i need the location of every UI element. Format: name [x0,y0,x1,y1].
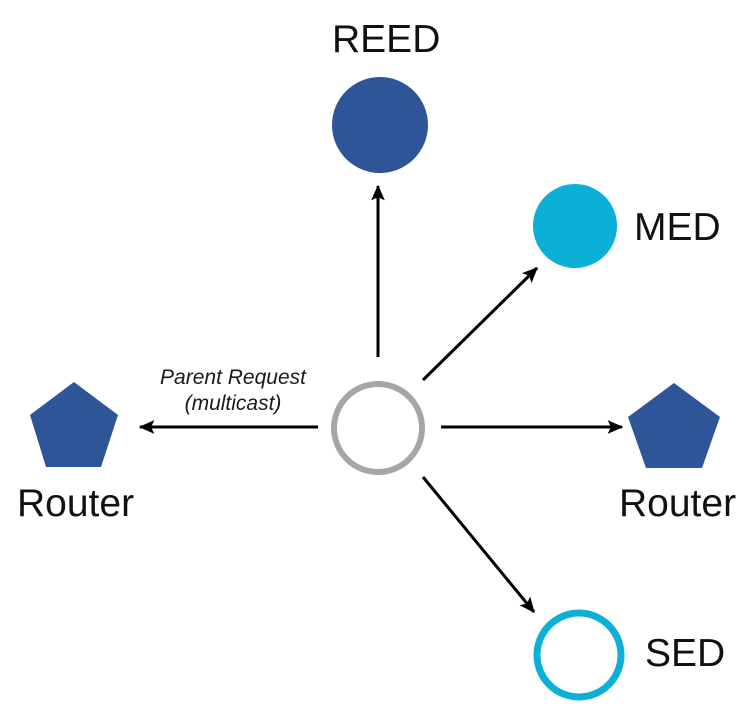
arrow-to-med [421,266,539,382]
node-router-right-shape[interactable] [628,383,720,468]
node-label-router-right: Router [619,482,737,525]
node-router-left-shape[interactable] [30,382,118,467]
edge-label-line-1: Parent Request [160,366,306,389]
edge-label-parent-request: Parent Request (multicast) [143,365,323,418]
node-label-reed: REED [332,18,441,61]
edge-label-line-2: (multicast) [184,392,282,416]
node-med-shape[interactable] [533,184,617,268]
node-sed-shape[interactable] [533,609,625,701]
node-label-sed: SED [645,632,726,675]
node-label-router-left: Router [17,482,135,525]
node-reed-shape[interactable] [332,77,428,173]
node-joining-device-shape[interactable] [331,381,425,475]
arrow-group [138,184,624,613]
arrow-to-sed [421,476,536,613]
node-label-med: MED [634,206,721,249]
